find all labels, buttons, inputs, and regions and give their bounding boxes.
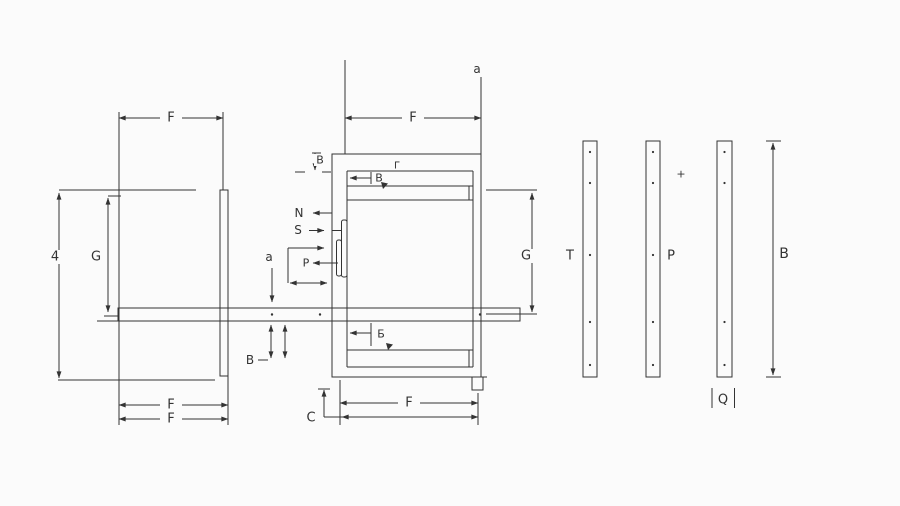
dim-label-f-top-left: F (167, 111, 174, 126)
horizontal-rail (97, 307, 521, 322)
slat-dimensions (711, 140, 781, 408)
dim-label-c: C (306, 411, 315, 426)
dim-label-s: S (294, 223, 302, 237)
dim-label-gamma: Г (394, 161, 400, 172)
center-panel-dimensions (258, 115, 537, 425)
dim-label-a-top: a (473, 62, 480, 76)
dim-label-f-top-center: F (409, 111, 416, 126)
slat-label-t: T (565, 249, 574, 264)
hinge-detail (336, 219, 348, 278)
dim-label-q: Q (718, 393, 728, 408)
left-panel-outline (58, 112, 229, 425)
dim-label-g-right: G (521, 249, 531, 264)
dim-label-b-right: B (779, 246, 789, 262)
slat-t (582, 140, 598, 378)
dim-label-b-small-top: B (316, 154, 324, 167)
dim-label-p-hinge: P (303, 257, 310, 270)
dim-label-g-left: G (91, 250, 101, 265)
left-panel-dimensions (56, 115, 229, 422)
dim-label-4: 4 (51, 250, 59, 265)
center-panel-outline (331, 60, 487, 391)
dim-label-n: N (295, 206, 304, 220)
dim-label-f-bottom-left-1: F (167, 398, 174, 413)
dim-label-f-bottom-left-2: F (167, 412, 174, 427)
dim-label-f-bottom-center: F (405, 396, 412, 411)
plus-mark: + (676, 168, 685, 181)
dim-label-b-inner-top: B (375, 172, 383, 185)
dim-label-a-mid: a (265, 250, 272, 264)
dimension-labels: F F a 4 G B Г B N S a P G B Б C F F F T … (48, 62, 789, 427)
slat-label-p: P (667, 249, 675, 264)
slat-p (645, 140, 661, 378)
dim-label-b-below-rail: B (246, 353, 254, 367)
dim-label-b-inner-bottom: Б (377, 328, 385, 341)
slat-q (716, 140, 733, 378)
